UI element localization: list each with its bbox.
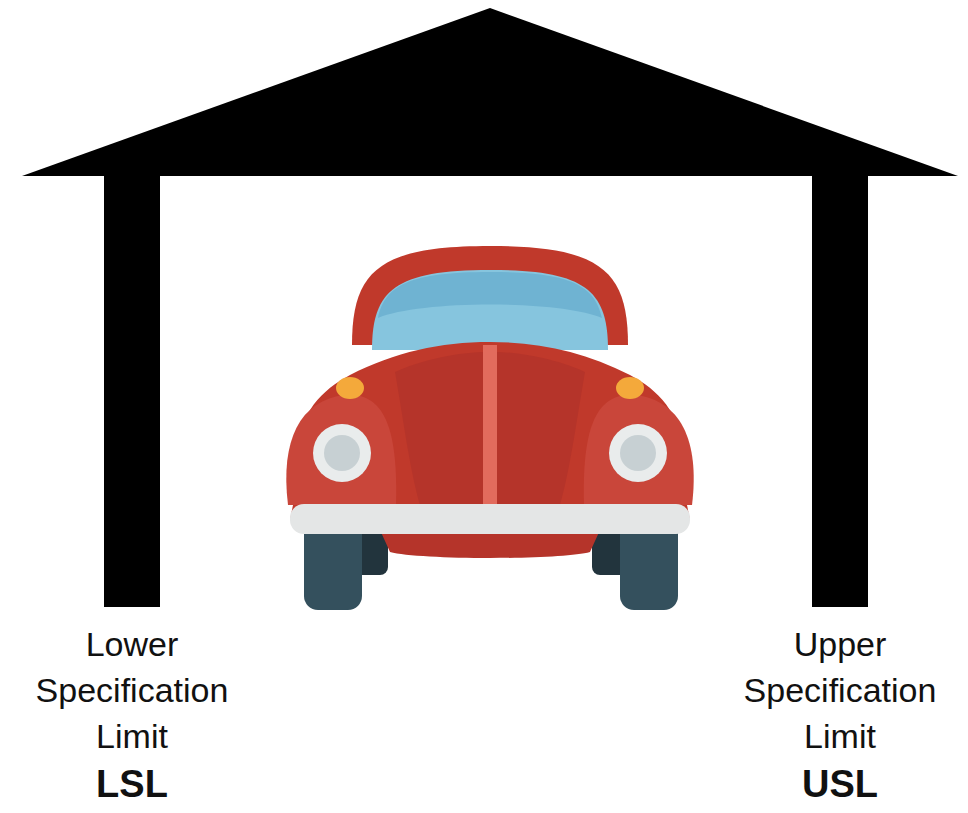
limit-name: Upper Specification Limit — [730, 621, 950, 759]
limit-label: Upper Specification LimitUSL — [730, 621, 950, 805]
limit-abbreviation: USL — [730, 763, 950, 805]
car-figure — [286, 246, 693, 610]
limit-label: Lower Specification LimitLSL — [22, 621, 242, 805]
left-pillar — [104, 170, 160, 607]
limit-abbreviation: LSL — [22, 763, 242, 805]
limit-name: Lower Specification Limit — [22, 621, 242, 759]
right-pillar — [812, 170, 868, 607]
garage-roof — [22, 8, 958, 176]
